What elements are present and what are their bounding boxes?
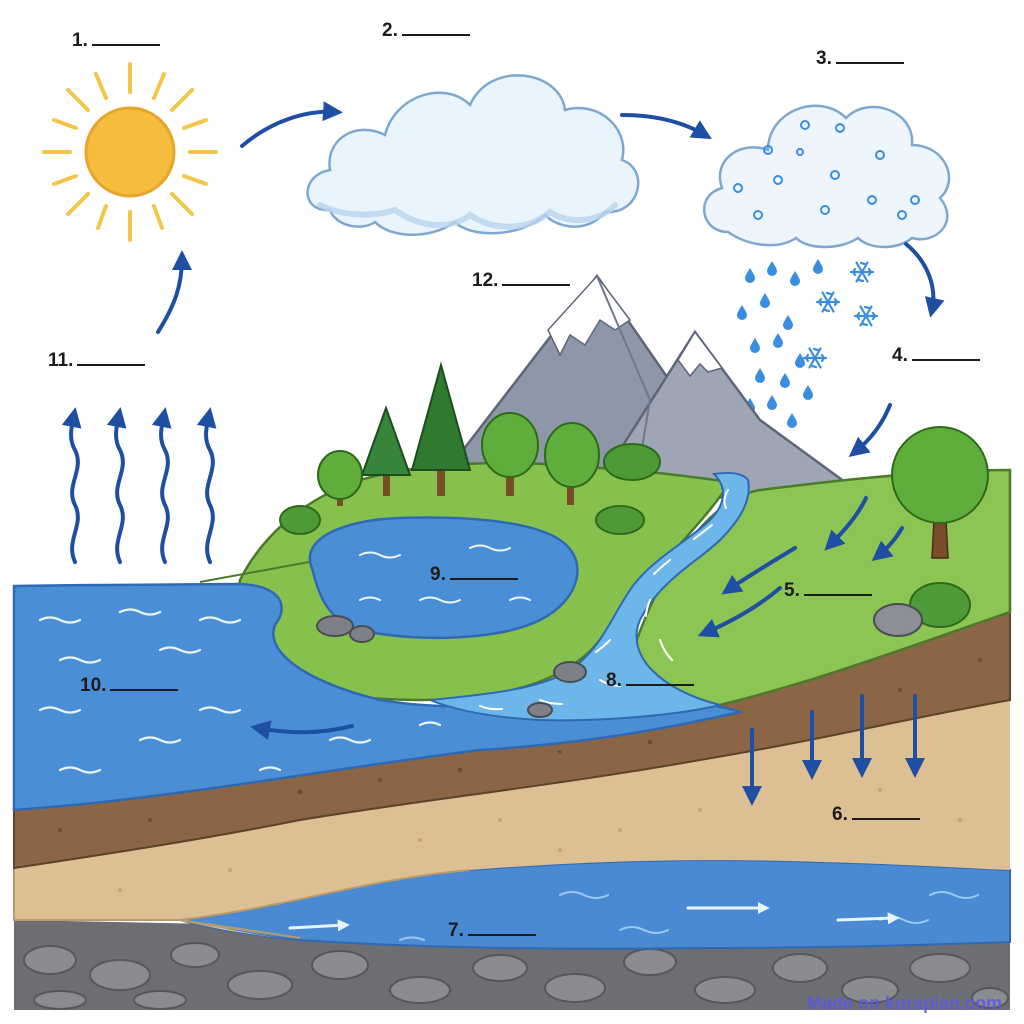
cycle-arrows [156, 101, 945, 457]
label-10: 10. [80, 675, 179, 697]
snowflake-icon [853, 305, 879, 327]
answer-blank[interactable] [851, 804, 920, 820]
tree-icon [544, 422, 600, 505]
label-9: 9. [430, 564, 518, 586]
arrow-icon [871, 526, 904, 561]
snowflake-icon [815, 291, 841, 313]
trees [279, 361, 989, 637]
tree-icon [317, 450, 363, 506]
arrow-icon [697, 586, 782, 638]
tree-icon [410, 361, 472, 496]
arrow-icon [288, 919, 350, 932]
arrow-icon [848, 403, 892, 457]
answer-blank[interactable] [401, 20, 470, 36]
rock-icon [527, 661, 587, 718]
answer-blank[interactable] [449, 564, 518, 580]
label-1: 1. [72, 30, 160, 52]
tree-icon [481, 412, 539, 496]
answer-blank[interactable] [502, 270, 571, 286]
evaporation-arrows [61, 407, 217, 564]
rain-cloud-icon [703, 104, 951, 249]
label-5: 5. [784, 580, 872, 602]
lake [308, 516, 579, 643]
arrow-icon [824, 496, 868, 551]
tree-icon [360, 405, 412, 496]
label-12: 12. [472, 270, 571, 292]
label-11: 11. [48, 350, 146, 372]
answer-blank[interactable] [911, 345, 980, 361]
arrow-icon [240, 101, 343, 148]
infiltration-arrows [742, 694, 925, 806]
arrow-icon [61, 407, 82, 564]
label-2: 2. [382, 20, 470, 42]
arrow-icon [196, 407, 217, 564]
arrow-icon [904, 242, 945, 318]
ocean [12, 582, 745, 812]
answer-blank[interactable] [467, 920, 536, 936]
answer-blank[interactable] [835, 48, 904, 64]
arrow-icon [156, 250, 192, 334]
label-4: 4. [892, 345, 980, 367]
arrow-icon [721, 546, 797, 595]
arrow-icon [250, 720, 354, 741]
answer-blank[interactable] [77, 350, 146, 366]
ground-layers [13, 610, 1011, 1010]
arrow-icon [836, 912, 900, 925]
rock-icon [316, 615, 375, 643]
runoff-arrows [697, 496, 904, 638]
arrow-icon [106, 407, 127, 564]
arrow-icon [151, 407, 172, 564]
answer-blank[interactable] [803, 580, 872, 596]
label-7: 7. [448, 920, 536, 942]
label-6: 6. [832, 804, 920, 826]
answer-blank[interactable] [110, 675, 179, 691]
label-8: 8. [606, 670, 694, 692]
river [429, 471, 750, 722]
watermark[interactable]: Made on kuraplan.com [806, 993, 1002, 1013]
answer-blank[interactable] [625, 670, 694, 686]
rock-icon [873, 603, 923, 637]
snowflake-icon [849, 261, 875, 283]
sun-icon [42, 62, 218, 242]
arrow-icon [620, 113, 712, 140]
cloud-icon [306, 74, 640, 236]
snowflake-icon [802, 347, 828, 369]
answer-blank[interactable] [91, 30, 160, 46]
label-3: 3. [816, 48, 904, 70]
tree-icon [891, 426, 989, 559]
